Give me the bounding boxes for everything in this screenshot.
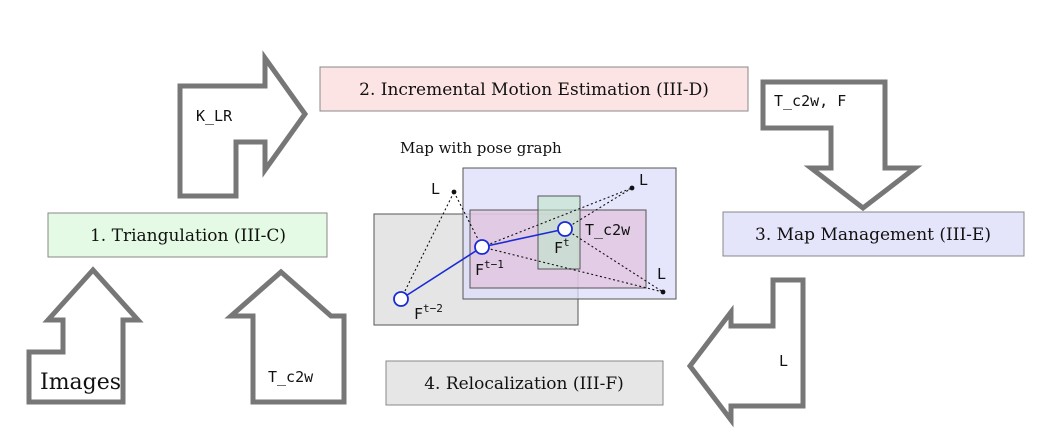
images-arrow [26, 266, 144, 405]
t-c2w-arrow [224, 268, 347, 405]
frame-label-current-sup: t [563, 236, 570, 249]
frame-label-prev2-sup: t−2 [423, 302, 443, 315]
t-c2w-f-arrow [760, 79, 923, 212]
incremental-motion-label: 2. Incremental Motion Estimation (III-D) [359, 80, 709, 100]
landmark-point-right [660, 289, 666, 295]
frame-label-prev1: Ft−1 [475, 258, 504, 279]
map-management-box [722, 211, 1025, 257]
frame-label-prev2: Ft−2 [414, 302, 443, 323]
map-management-label: 3. Map Management (III-E) [755, 225, 991, 245]
l-arrow-label: L [779, 352, 788, 370]
frame-label-prev1-sup: t−1 [484, 258, 504, 271]
frame-node-prev2 [393, 291, 409, 307]
incremental-motion-box [319, 66, 749, 112]
relocalization-label: 4. Relocalization (III-F) [424, 374, 624, 394]
frame-label-prev1-base: F [475, 261, 484, 279]
t-c2w-label: T_c2w [268, 368, 314, 386]
relocalization-box [385, 360, 664, 406]
landmark-point-top-right [629, 185, 635, 191]
k-lr-label: K_LR [196, 107, 233, 125]
observation-lines [400, 187, 664, 300]
pose-label: T_c2w [585, 221, 631, 239]
triangulation-box [47, 212, 328, 258]
landmark-label-right: L [657, 265, 666, 283]
frame-node-current [557, 221, 573, 237]
landmark-label-top-right: L [639, 171, 648, 189]
frame-label-current: Ft [554, 236, 570, 257]
landmark-label-top-left: L [431, 180, 440, 198]
frame-label-current-base: F [554, 239, 563, 257]
frame-node-prev1 [474, 239, 490, 255]
l-arrow [686, 277, 806, 428]
frame-label-prev2-base: F [414, 305, 423, 323]
k-lr-arrow [177, 50, 309, 199]
t-c2w-f-label: T_c2w, F [774, 92, 846, 110]
triangulation-label: 1. Triangulation (III-C) [90, 226, 286, 246]
pose-graph-edges [400, 228, 566, 300]
landmark-point-top-left [451, 189, 457, 195]
images-label: Images [40, 370, 121, 395]
map-title: Map with pose graph [400, 139, 562, 157]
